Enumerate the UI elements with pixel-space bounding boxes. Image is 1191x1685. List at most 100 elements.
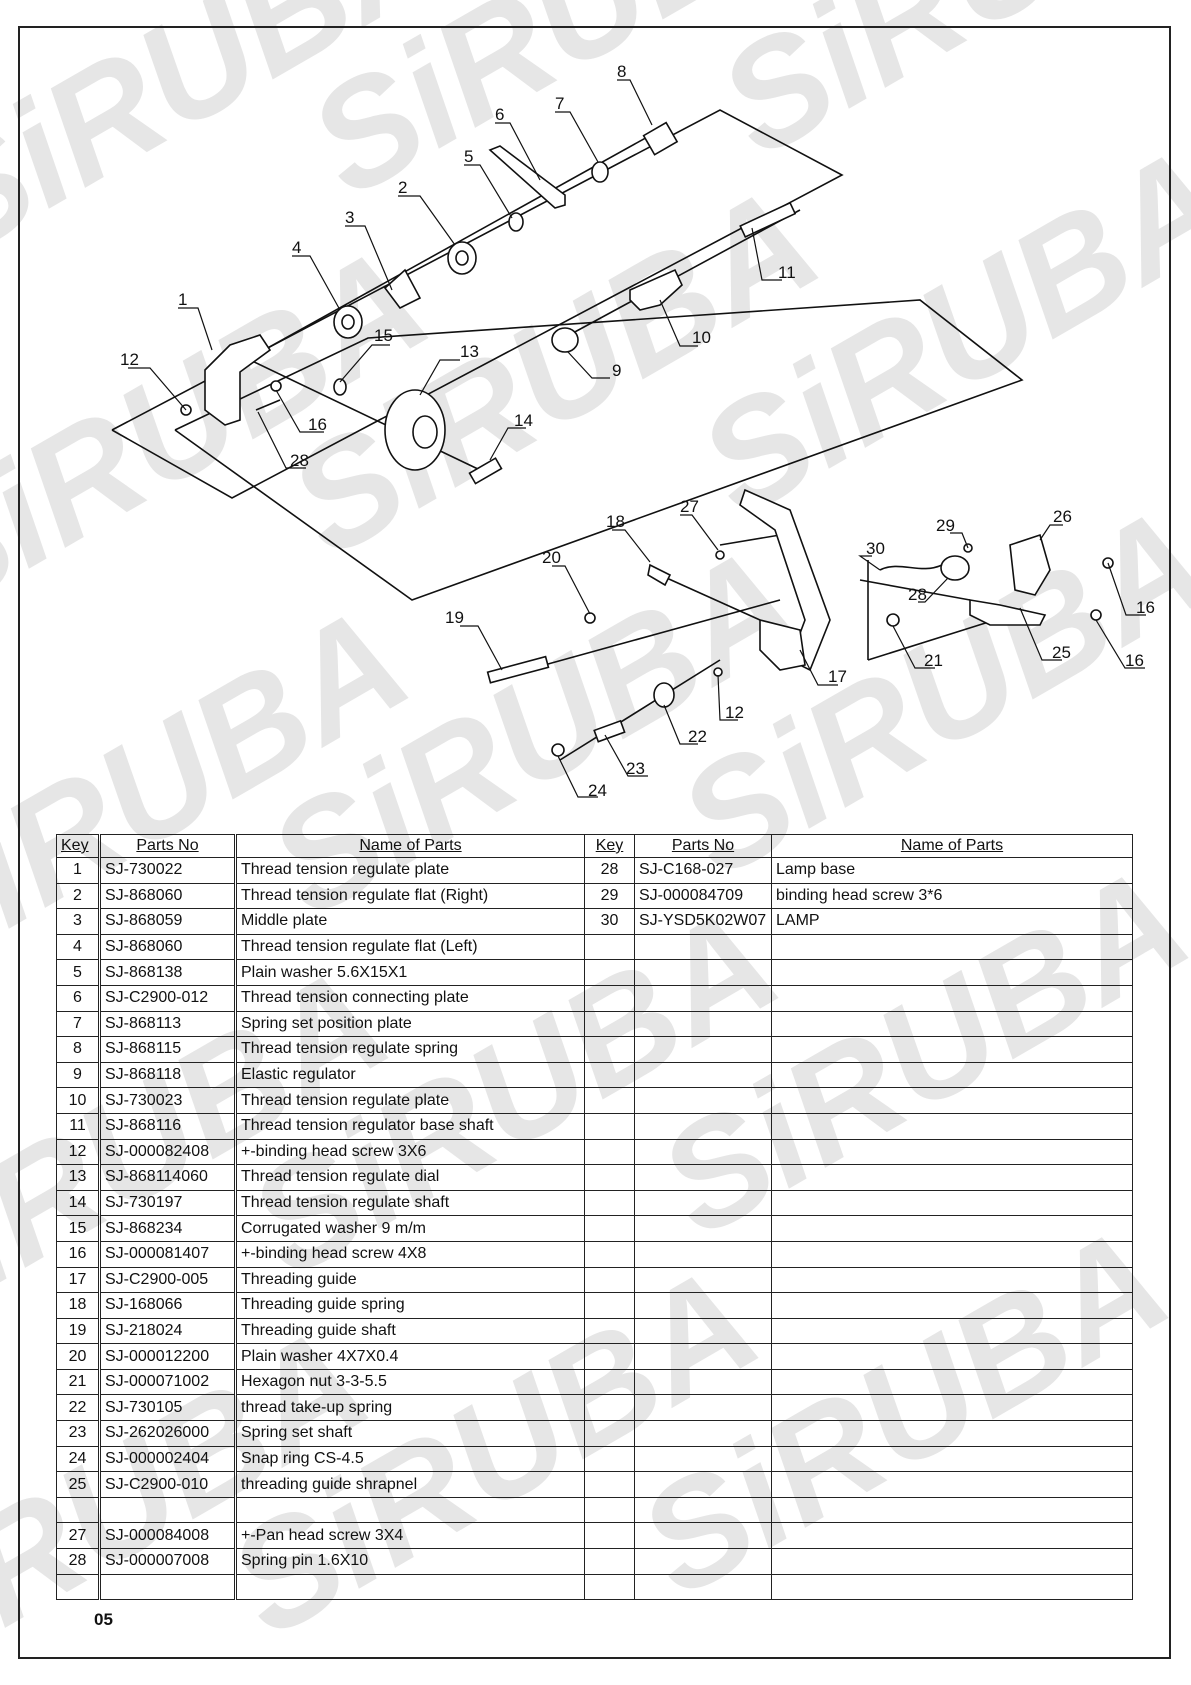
cell-parts-no: SJ-868114060 bbox=[98, 1164, 236, 1191]
cell-key: 15 bbox=[56, 1215, 100, 1242]
cell-parts-no-right bbox=[634, 1368, 772, 1396]
cell-name-of-parts-right bbox=[771, 1317, 1133, 1345]
main-shaft-axis bbox=[209, 129, 661, 381]
cell-name-of-parts: Thread tension regulate plate bbox=[234, 857, 585, 884]
cell-parts-no: SJ-730105 bbox=[98, 1394, 236, 1422]
cell-name-of-parts: Corrugated washer 9 m/m bbox=[234, 1215, 585, 1242]
part-tension-dial-hub bbox=[412, 415, 438, 449]
cell-parts-no: SJ-868115 bbox=[98, 1036, 236, 1063]
cell-key: 4 bbox=[56, 933, 100, 961]
table-row bbox=[56, 1573, 1133, 1601]
cell-parts-no-right bbox=[634, 1522, 772, 1550]
cell-parts-no: SJ-000007008 bbox=[98, 1548, 236, 1575]
cell-name-of-parts-right bbox=[771, 1266, 1133, 1294]
cell-key: 16 bbox=[56, 1240, 100, 1268]
cell-key: 28 bbox=[56, 1548, 100, 1575]
cell-key-right bbox=[584, 1573, 635, 1601]
cell-name-of-parts: Middle plate bbox=[234, 908, 585, 935]
cell-name-of-parts: Thread tension connecting plate bbox=[234, 984, 585, 1012]
part-corrugated-washer bbox=[333, 378, 347, 396]
part-tension-plate bbox=[204, 334, 272, 426]
header-name-of-parts-right: Name of Parts bbox=[771, 834, 1133, 858]
cell-parts-no: SJ-730022 bbox=[98, 857, 236, 884]
cell-name-of-parts-right bbox=[771, 1036, 1133, 1063]
cell-key bbox=[56, 1496, 100, 1524]
callout-label: 30 bbox=[866, 539, 885, 558]
callout-label: 1 bbox=[178, 290, 187, 309]
cell-parts-no: SJ-000012200 bbox=[98, 1343, 236, 1370]
cell-name-of-parts-right bbox=[771, 1496, 1133, 1524]
cell-name-of-parts-right: LAMP bbox=[771, 908, 1133, 935]
part-lamp-base bbox=[1009, 533, 1051, 596]
cell-name-of-parts-right: binding head screw 3*6 bbox=[771, 882, 1133, 910]
part-take-up-spring bbox=[653, 682, 675, 708]
cell-name-of-parts bbox=[234, 1496, 585, 1524]
part-guide-shrapnel bbox=[969, 599, 1047, 626]
callout-label: 15 bbox=[374, 326, 393, 345]
cell-parts-no-right bbox=[634, 1394, 772, 1422]
part-regulate-plate bbox=[629, 268, 683, 311]
callout-label: 28 bbox=[290, 451, 309, 470]
shaft-axis-lower bbox=[249, 359, 481, 471]
cell-parts-no: SJ-730197 bbox=[98, 1189, 236, 1217]
cell-parts-no-right bbox=[634, 1036, 772, 1063]
header-parts-no: Parts No bbox=[98, 834, 236, 858]
callout-label: 16 bbox=[1136, 598, 1155, 617]
shaft-axis-right bbox=[559, 209, 801, 341]
cell-parts-no bbox=[98, 1496, 236, 1524]
cell-key-right bbox=[584, 1164, 635, 1191]
cell-parts-no: SJ-000082408 bbox=[98, 1138, 236, 1166]
cell-parts-no: SJ-868060 bbox=[98, 882, 236, 910]
cell-key: 20 bbox=[56, 1343, 100, 1370]
callout-label: 24 bbox=[588, 781, 607, 800]
cell-parts-no: SJ-000071002 bbox=[98, 1368, 236, 1396]
part-tension-spring bbox=[642, 121, 679, 156]
cell-name-of-parts: Thread tension regulate flat (Left) bbox=[234, 933, 585, 961]
part-threading-guide-spring bbox=[647, 563, 672, 587]
callout-label: 16 bbox=[1125, 651, 1144, 670]
cell-parts-no: SJ-868116 bbox=[98, 1112, 236, 1140]
cell-name-of-parts-right bbox=[771, 1445, 1133, 1473]
cell-name-of-parts: Thread tension regulate dial bbox=[234, 1164, 585, 1191]
cell-key-right bbox=[584, 1189, 635, 1217]
part-plain-washer-20 bbox=[584, 612, 596, 624]
callout-label: 6 bbox=[495, 105, 504, 124]
guide-screw-line bbox=[719, 534, 781, 546]
cell-key: 13 bbox=[56, 1164, 100, 1191]
cell-name-of-parts: Thread tension regulate shaft bbox=[234, 1189, 585, 1217]
cell-name-of-parts-right bbox=[771, 1164, 1133, 1191]
cell-key-right bbox=[584, 1394, 635, 1422]
cell-parts-no-right: SJ-C168-027 bbox=[634, 857, 772, 884]
cell-parts-no-right bbox=[634, 959, 772, 986]
spring-axis bbox=[559, 659, 721, 761]
page-number: 05 bbox=[94, 1610, 113, 1629]
cell-key-right bbox=[584, 1215, 635, 1242]
cell-key: 22 bbox=[56, 1394, 100, 1422]
cell-name-of-parts: Thread tension regulator base shaft bbox=[234, 1112, 585, 1140]
cell-parts-no-right: SJ-YSD5K02W07 bbox=[634, 908, 772, 935]
part-base-shaft bbox=[739, 201, 797, 238]
cell-name-of-parts: Spring set position plate bbox=[234, 1010, 585, 1038]
lamp-axis bbox=[859, 579, 971, 601]
cell-key-right bbox=[584, 1112, 635, 1140]
callout-label: 12 bbox=[725, 703, 744, 722]
cell-key-right bbox=[584, 1010, 635, 1038]
cell-name-of-parts: Threading guide shaft bbox=[234, 1317, 585, 1345]
cell-key: 12 bbox=[56, 1138, 100, 1166]
cell-key-right bbox=[584, 1420, 635, 1447]
cell-parts-no-right: SJ-000084709 bbox=[634, 882, 772, 910]
cell-name-of-parts: Spring pin 1.6X10 bbox=[234, 1548, 585, 1575]
table-row bbox=[56, 1496, 1133, 1524]
callout-label: 20 bbox=[542, 548, 561, 567]
cell-key: 19 bbox=[56, 1317, 100, 1345]
cell-parts-no-right bbox=[634, 1138, 772, 1166]
